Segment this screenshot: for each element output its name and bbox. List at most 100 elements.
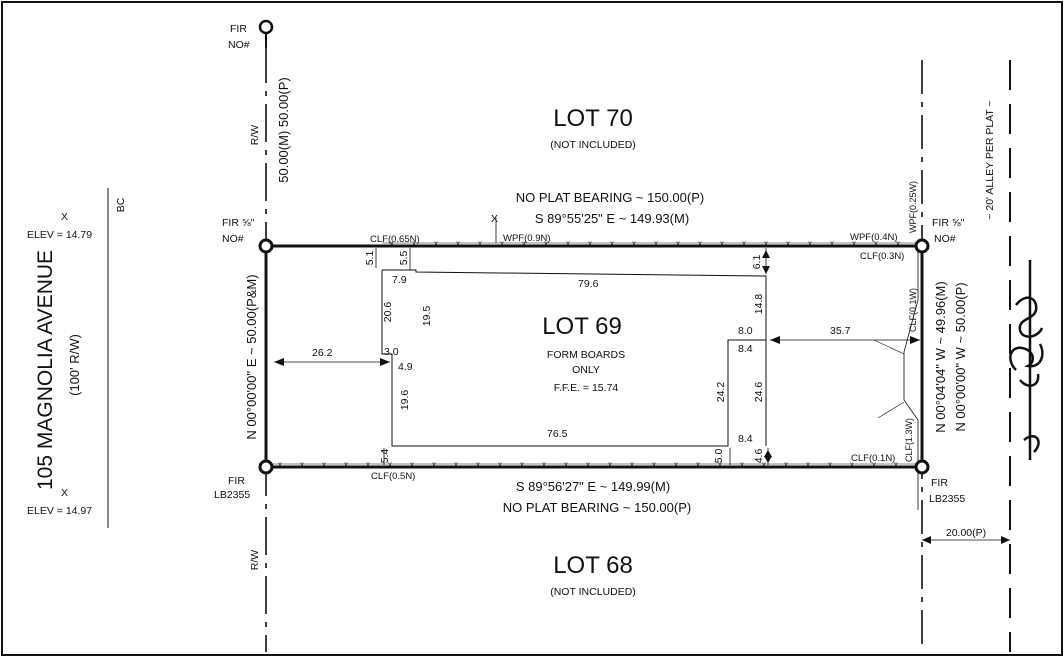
fence-x-mark: x [322,460,326,469]
fence-x-mark: x [366,460,370,469]
fence-x-mark: x [410,460,414,469]
monument-sw-icon [258,459,274,475]
dim-26-2: 26.2 [312,347,333,359]
fence-x-mark: x [588,239,592,248]
dim-8-4-lower: 8.4 [738,433,753,445]
dim-19-6: 19.6 [399,390,411,411]
fence-note-clf-ne: CLF(0.3N) [860,251,904,262]
fence-x-mark: x [830,239,834,248]
monument-ne-fir: FIR ⅝" [932,217,965,229]
fence-x-mark: x [564,460,568,469]
monument-top-no: NO# [228,39,250,51]
fence-note-wpf-n: WPF(0.9N) [503,233,551,244]
fence-x-mark: x [566,239,570,248]
fence-x-mark: x [740,460,744,469]
dim-4-6: 4.6 [753,449,765,464]
fence-x-mark: x [454,460,458,469]
fence-note-wpf-ne: WPF(0.4N) [850,232,898,243]
dim-5-0: 5.0 [713,449,725,464]
fence-x-mark: x [874,239,878,248]
fence-x-mark: x [676,239,680,248]
fence-note-wpf-ne-vertical: WPF(0.25W) [908,181,918,233]
fence-x-mark: x [762,460,766,469]
monument-ne-no: NO# [934,233,956,245]
fence-x-mark: x [608,460,612,469]
south-measured-bearing: S 89°56'27" E ~ 149.99(M) [516,479,670,494]
arrow-head [274,358,284,366]
arrow-head [770,336,780,344]
fence-x-mark: x [828,460,832,469]
dim-8-0: 8.0 [738,325,753,337]
monument-nw-no: NO# [222,233,244,245]
fence-x-mark: x [300,460,304,469]
arrow-head [922,536,931,544]
east-measured-bearing: N 00°04'04" W ~ 49.96(M) [933,281,948,432]
dim-35-7: 35.7 [830,325,851,337]
dim-19-5: 19.5 [421,306,433,327]
fence-x-mark: x [852,239,856,248]
fence-x-mark: x [654,239,658,248]
monument-nw-icon [258,238,274,254]
lot-70-title: LOT 70 [553,105,633,132]
fence-x-mark: x [718,460,722,469]
rw-width: 50.00(M) 50.00(P) [276,77,291,183]
fence-x-mark: x [872,460,876,469]
south-plat-bearing: NO PLAT BEARING ~ 150.00(P) [503,500,691,515]
fence-x-mark: x [390,239,394,248]
fence-x-mark: x [498,460,502,469]
form-board-north-east [382,269,767,446]
monument-ne-icon [914,238,930,254]
north-measured-bearing: S 89°55'25" E ~ 149.93(M) [535,211,689,226]
arrow-head [762,266,770,274]
monuments [258,19,930,475]
lot-68-subtitle: (NOT INCLUDED) [550,586,636,598]
arrow-head [762,250,770,258]
lot-69-title: LOT 69 [542,313,622,340]
lot-69-form-boards: FORM BOARDS [547,349,625,361]
monument-top-icon [258,19,274,35]
rw-top-label: R/W [249,125,261,146]
fence-x-mark: x [456,239,460,248]
fence-x-mark: x [520,460,524,469]
fence-x-mark: x [894,460,898,469]
bc-label: BC [115,197,127,212]
north-plat-bearing: NO PLAT BEARING ~ 150.00(P) [516,190,704,205]
monument-top-fir: FIR [230,23,247,35]
east-plat-bearing: N 00°00'00" W ~ 50.00(P) [953,282,968,431]
ornament-icon [1009,260,1044,460]
alley-width: 20.00(P) [946,527,986,539]
fence-x-mark: x [432,460,436,469]
monument-nw-fir: FIR ⅝" [222,217,255,229]
dim-14-8: 14.8 [753,294,765,315]
fence-x-mark: x [786,239,790,248]
dim-79-6: 79.6 [578,278,599,290]
arrow-head [380,358,390,366]
fence-x-mark: x [500,239,504,248]
elev-bottom: ELEV = 14.97 [27,505,92,517]
arrow-head [764,456,772,463]
fence-x-mark: x [764,239,768,248]
fence-x-mark: x [896,239,900,248]
fence-x-mark: x [478,239,482,248]
lot-69-ffe: F.F.E. = 15.74 [554,382,619,394]
arrow-head [910,336,920,344]
fence-x-mark: x [344,460,348,469]
monument-se-icon [914,459,930,475]
fence-tie-line [877,401,905,419]
fence-x-mark: x [742,239,746,248]
monument-se-fir: FIR [931,477,948,489]
fence-x-mark: x [610,239,614,248]
dim-20-6: 20.6 [382,302,394,323]
fence-x-mark: x [850,460,854,469]
fence-note-clf-east-upper: CLF(0.1W) [908,288,918,332]
dim-5-1: 5.1 [364,251,376,266]
fence-x-mark: x [630,460,634,469]
fence-x-mark: x [278,460,282,469]
fence-x-mark: x [586,460,590,469]
fence-x-mark: x [674,460,678,469]
elev-top: ELEV = 14.79 [27,229,92,241]
lot-69-only: ONLY [572,364,600,376]
